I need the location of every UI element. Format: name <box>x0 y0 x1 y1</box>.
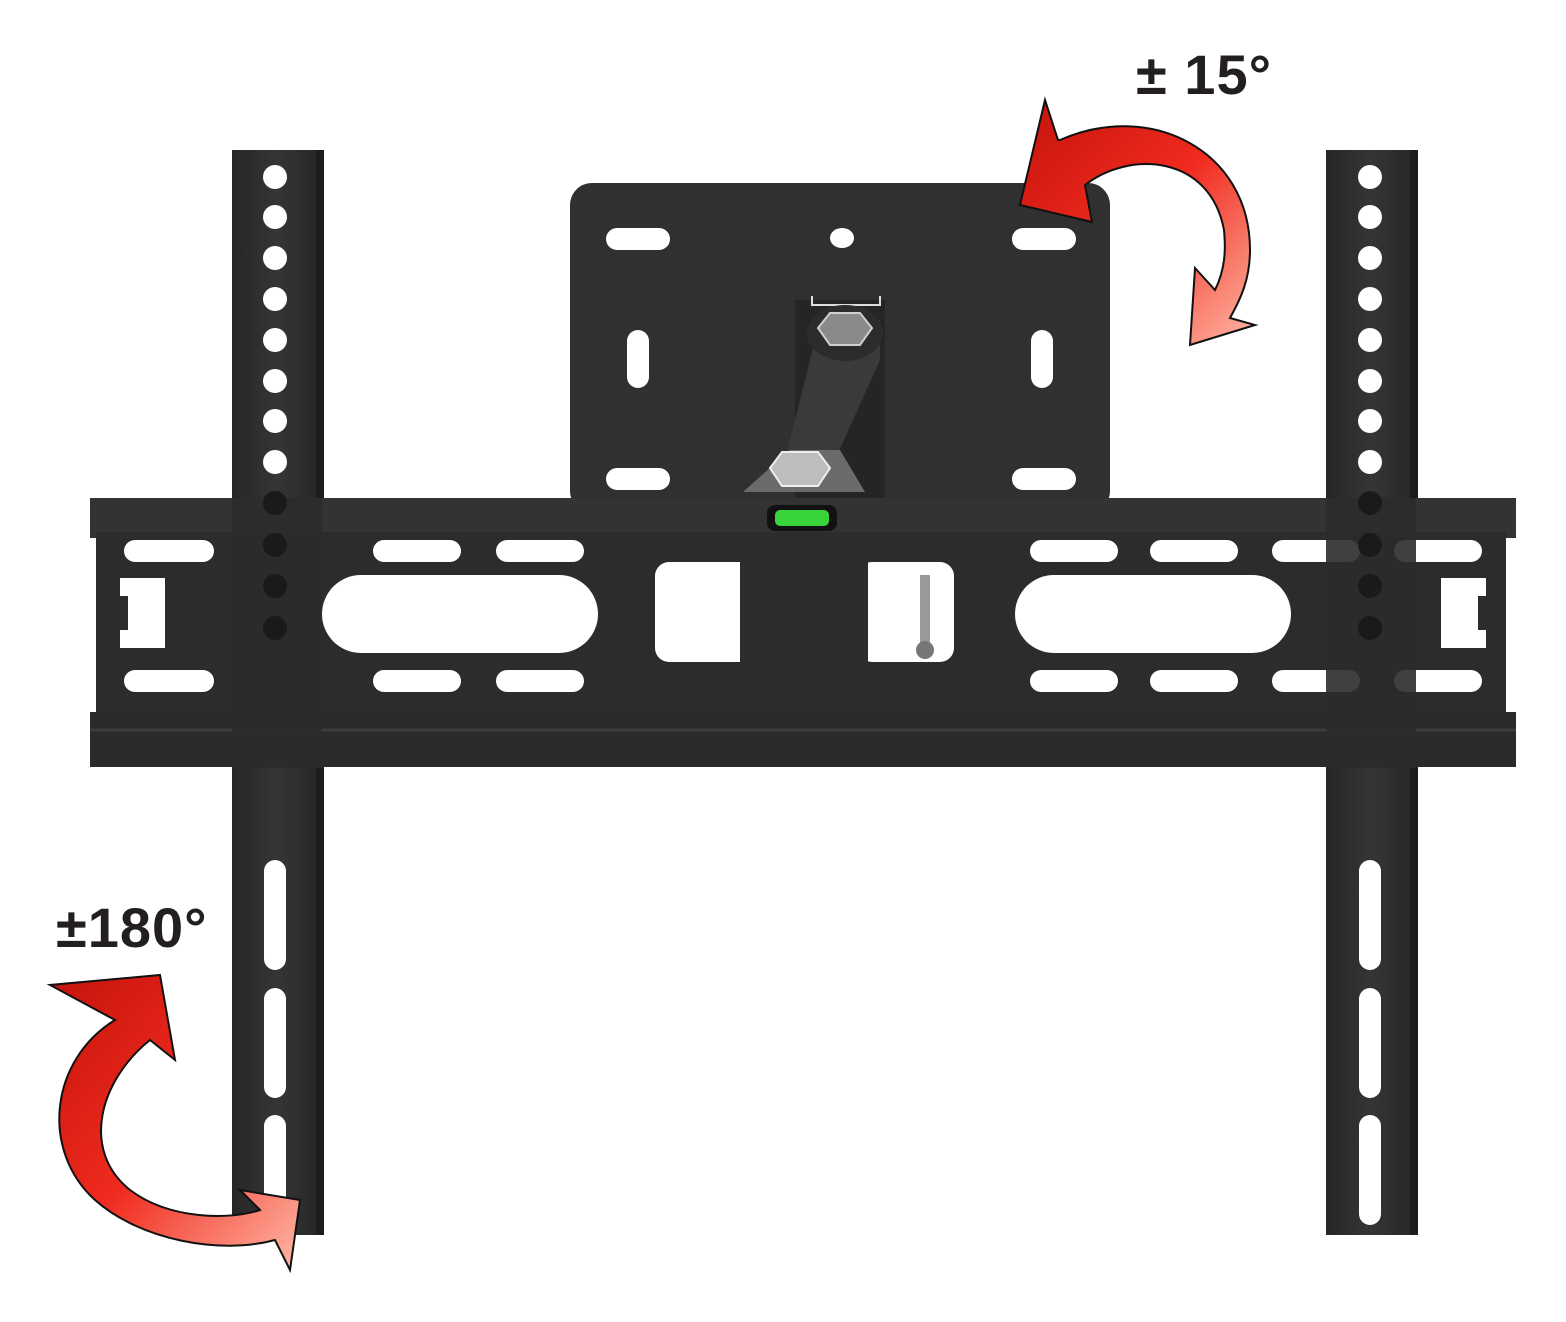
swivel-angle-label: ±180° <box>56 896 208 959</box>
level-icon <box>767 505 837 531</box>
tilt-arrow-icon <box>1018 96 1259 347</box>
tilt-angle-label: ± 15° <box>1136 43 1272 106</box>
swivel-arm <box>743 296 885 500</box>
swivel-arrow-icon <box>46 973 302 1274</box>
horizontal-crossbar <box>90 491 1516 768</box>
